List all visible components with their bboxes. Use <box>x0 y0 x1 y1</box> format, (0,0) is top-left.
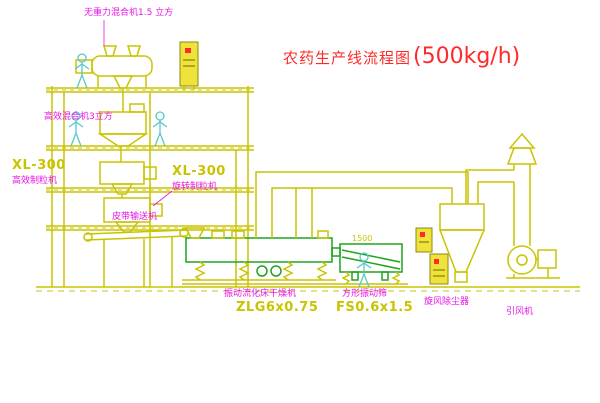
high-efficiency-mixer <box>97 103 149 162</box>
induced-draft-fan <box>506 245 560 279</box>
label-screen-dimension: 1500 <box>352 234 373 243</box>
label-granulator-center-model: XL-300 <box>172 164 226 179</box>
building-structure <box>46 86 254 287</box>
label-granulator-left-model: XL-300 <box>12 158 66 173</box>
label-belt-conveyor: 皮带输送机 <box>112 212 158 222</box>
granulator-left <box>99 161 157 198</box>
drawing-title: 农药生产线流程图 (500kg/h) <box>283 44 520 69</box>
belt-conveyor <box>83 228 189 287</box>
person-4 <box>356 252 372 288</box>
exhaust-duct <box>255 171 469 238</box>
cyclone-separator <box>438 169 514 283</box>
fluid-bed-dryer <box>182 227 341 285</box>
label-high-efficiency-mixer: 高效混合机3立方 <box>44 112 113 122</box>
control-cabinet-top <box>179 41 199 90</box>
label-granulator-center-name: 旋转制粒机 <box>172 182 218 192</box>
drawing-title-capacity: (500kg/h) <box>413 44 521 69</box>
leader-lines <box>103 20 173 207</box>
label-dryer-model: ZLG6x0.75 <box>236 300 319 315</box>
person-3 <box>152 111 168 147</box>
control-cabinet-2 <box>429 253 449 285</box>
label-screen-model: FS0.6x1.5 <box>336 300 414 315</box>
label-screen-name: 方形振动筛 <box>342 289 388 299</box>
person-1 <box>74 53 90 89</box>
drawing-title-text: 农药生产线流程图 <box>283 49 412 67</box>
label-gravity-free-mixer: 无重力混合机1.5 立方 <box>84 8 174 18</box>
control-cabinet-1 <box>415 227 433 253</box>
label-cyclone: 旋风除尘器 <box>424 297 470 307</box>
gravity-free-mixer <box>75 45 153 112</box>
exhaust-stack <box>506 132 538 246</box>
label-granulator-left-name: 高效制粒机 <box>12 176 58 186</box>
ground-line <box>36 286 580 292</box>
label-dryer-name: 振动流化床干燥机 <box>224 289 297 299</box>
vibrating-screen <box>336 243 408 285</box>
label-fan: 引风机 <box>506 307 534 317</box>
